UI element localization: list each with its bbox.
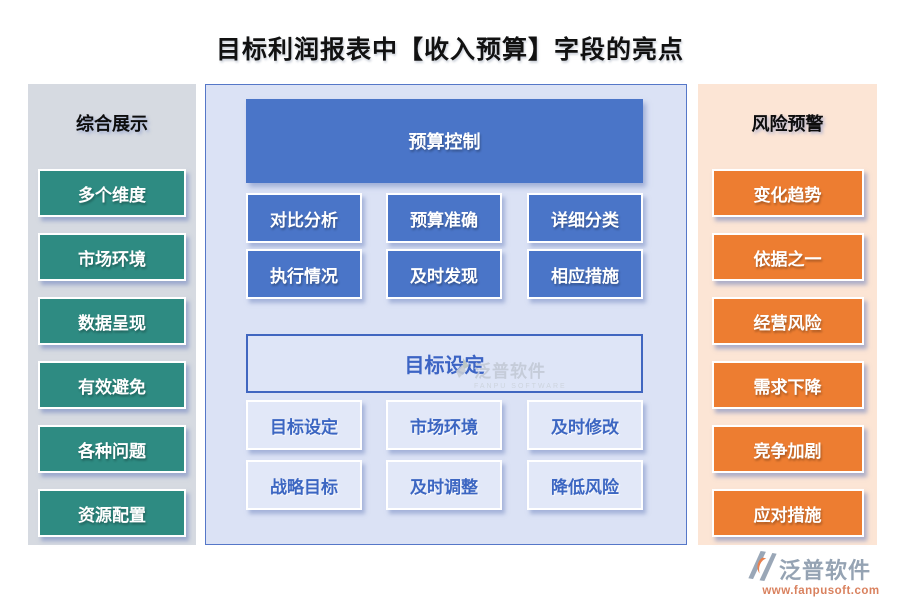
center-panel-budget: 预算控制 对比分析 预算准确 详细分类 执行情况 及时发现 相应措施 目标设定 … — [205, 84, 687, 545]
right-panel-items: 变化趋势 依据之一 经营风险 需求下降 竞争加剧 应对措施 — [698, 169, 877, 537]
brand-name: 泛普软件 — [779, 557, 872, 583]
left-panel-item: 各种问题 — [38, 425, 186, 473]
left-panel-item: 市场环境 — [38, 233, 186, 281]
left-panel-items: 多个维度 市场环境 数据呈现 有效避免 各种问题 资源配置 — [28, 169, 196, 537]
budget-item: 及时发现 — [386, 249, 502, 299]
right-panel-item: 变化趋势 — [711, 169, 864, 217]
right-panel-item: 应对措施 — [711, 489, 864, 537]
left-panel-item: 有效避免 — [38, 361, 186, 409]
footer-logo: 泛普软件 www.fanpusoft.com — [748, 550, 894, 597]
left-panel-comprehensive-display: 综合展示 多个维度 市场环境 数据呈现 有效避免 各种问题 资源配置 — [28, 84, 196, 545]
goal-item: 降低风险 — [527, 460, 643, 510]
budget-item: 对比分析 — [246, 193, 362, 243]
page-title: 目标利润报表中【收入预算】字段的亮点 — [215, 36, 684, 64]
left-panel-item: 资源配置 — [38, 489, 186, 537]
right-panel-header: 风险预警 — [751, 114, 824, 134]
right-panel-risk-warning: 风险预警 变化趋势 依据之一 经营风险 需求下降 竞争加剧 应对措施 — [698, 84, 877, 545]
goal-setting-header: 目标设定 — [246, 334, 643, 393]
budget-control-header: 预算控制 — [246, 99, 643, 183]
goal-item: 市场环境 — [386, 400, 502, 450]
brand-url: www.fanpusoft.com — [762, 585, 880, 597]
budget-item: 预算准确 — [386, 193, 502, 243]
left-panel-item: 数据呈现 — [38, 297, 186, 345]
goal-item: 及时调整 — [386, 460, 502, 510]
goal-item: 战略目标 — [246, 460, 362, 510]
fanpu-logo-icon — [748, 550, 777, 587]
budget-item: 详细分类 — [527, 193, 643, 243]
left-panel-header: 综合展示 — [76, 114, 148, 134]
right-panel-item: 经营风险 — [711, 297, 864, 345]
right-panel-item: 依据之一 — [711, 233, 864, 281]
right-panel-item: 竞争加剧 — [711, 425, 864, 473]
right-panel-item: 需求下降 — [711, 361, 864, 409]
goal-item: 及时修改 — [527, 400, 643, 450]
budget-item: 执行情况 — [246, 249, 362, 299]
goal-item: 目标设定 — [246, 400, 362, 450]
budget-item: 相应措施 — [527, 249, 643, 299]
left-panel-item: 多个维度 — [38, 169, 186, 217]
